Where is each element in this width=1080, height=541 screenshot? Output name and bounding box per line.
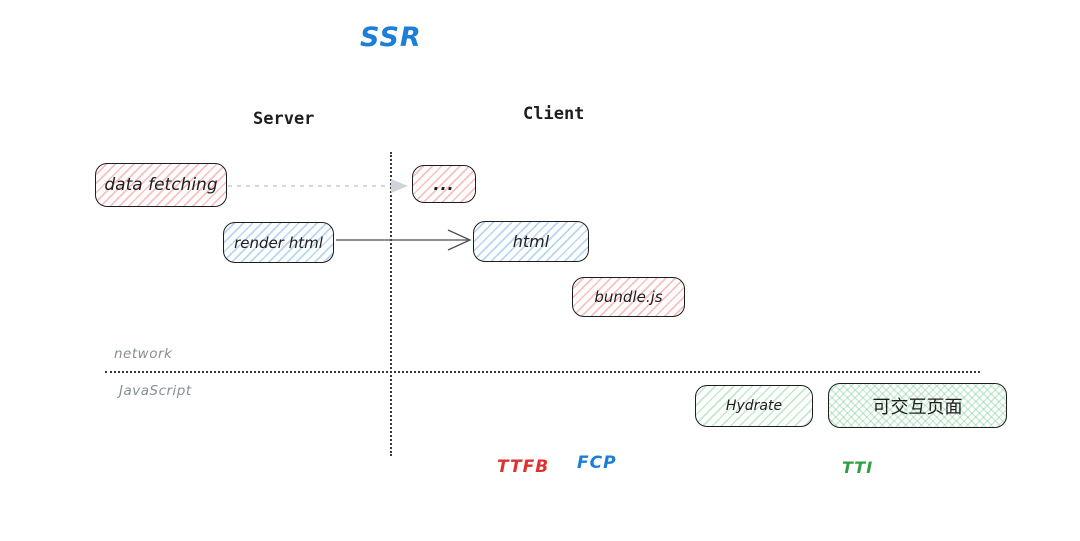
bundle-js-node: bundle.js — [572, 277, 685, 317]
tti-metric-label: TTI — [842, 458, 874, 477]
hydrate-node: Hydrate — [695, 385, 813, 427]
render-html-to-html-arrow — [336, 229, 472, 251]
data-fetching-node: data fetching — [95, 163, 227, 207]
network-javascript-divider-line — [105, 371, 980, 373]
network-lane-label: network — [114, 346, 173, 362]
data-fetching-to-client-dotted-arrow — [228, 179, 408, 193]
data-fetching-label: data fetching — [104, 175, 218, 195]
server-column-label: Server — [253, 109, 315, 129]
interactive-page-node: 可交互页面 — [828, 383, 1007, 428]
javascript-lane-label: JavaScript — [119, 383, 192, 399]
fcp-metric-label: FCP — [577, 453, 617, 473]
server-client-divider-line — [390, 152, 392, 456]
ttfb-metric-label: TTFB — [497, 457, 550, 477]
hydrate-label: Hydrate — [725, 398, 783, 414]
diagram-title: SSR — [360, 22, 422, 53]
render-html-label: render html — [234, 233, 323, 252]
client-column-label: Client — [523, 104, 585, 124]
render-html-node: render html — [223, 222, 334, 263]
ellipsis-label: ... — [433, 174, 455, 194]
html-label: html — [512, 232, 550, 251]
ellipsis-node: ... — [412, 165, 476, 203]
html-node: html — [473, 221, 589, 262]
bundle-js-label: bundle.js — [594, 288, 663, 306]
interactive-page-label: 可交互页面 — [872, 396, 963, 418]
